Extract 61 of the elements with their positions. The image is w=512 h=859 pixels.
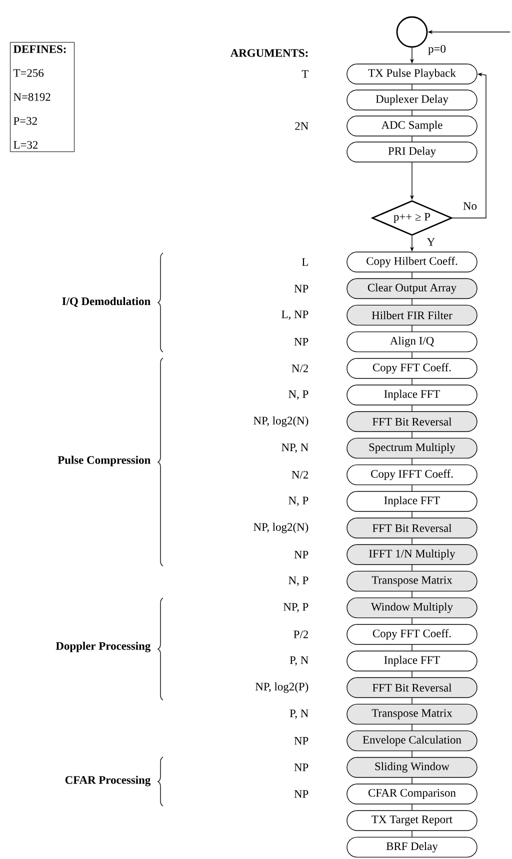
process-box: Clear Output Array <box>346 278 478 299</box>
column-header: ARGUMENTS: <box>230 49 308 57</box>
process-box: Copy FFT Coeff. <box>346 358 478 379</box>
argument-label: T <box>302 70 308 78</box>
argument-label: N, P <box>288 496 308 506</box>
argument-label: NP, N <box>282 444 308 453</box>
argument-label: N, P <box>288 390 308 400</box>
group-label: Doppler Processing <box>56 642 151 652</box>
process-box: Align I/Q <box>346 331 478 352</box>
argument-label: NP <box>294 790 308 798</box>
process-box: CFAR Comparison <box>346 784 478 804</box>
process-box: FFT Bit Reversal <box>346 518 478 538</box>
process-box: BRF Delay <box>346 836 478 858</box>
process-box: IFFT 1/N Multiply <box>346 544 478 565</box>
process-box: TX Pulse Playback <box>346 64 478 84</box>
edge-label: p=0 <box>428 45 446 56</box>
argument-label: NP <box>294 550 308 558</box>
process-box: FFT Bit Reversal <box>346 677 478 698</box>
process-box: Hilbert FIR Filter <box>346 304 478 326</box>
process-box: Sliding Window <box>346 757 478 778</box>
argument-label: NP, P <box>284 603 308 612</box>
argument-label: L, NP <box>282 310 308 320</box>
group-label: CFAR Processing <box>65 776 151 786</box>
argument-label: NP <box>294 284 308 292</box>
argument-label: N/2 <box>292 364 308 372</box>
process-box: Inplace FFT <box>346 650 478 672</box>
process-box: Inplace FFT <box>346 491 478 512</box>
argument-label: NP, log2(N) <box>254 522 308 534</box>
argument-label: N/2 <box>292 470 308 479</box>
process-box: FFT Bit Reversal <box>346 411 478 432</box>
group-label: Pulse Compression <box>58 456 150 466</box>
process-box: Spectrum Multiply <box>346 438 478 459</box>
argument-label: P, N <box>290 710 308 719</box>
process-box: Copy FFT Coeff. <box>346 624 478 645</box>
process-box: Copy Hilbert Coeff. <box>346 252 478 272</box>
process-box: PRI Delay <box>346 142 478 162</box>
process-box: Window Multiply <box>346 597 478 618</box>
argument-label: P, N <box>290 656 308 666</box>
group-label: I/Q Demodulation <box>62 297 150 307</box>
process-box: TX Target Report <box>346 810 478 831</box>
argument-label: NP, log2(N) <box>254 416 308 427</box>
start-circle <box>396 16 428 48</box>
edge-label: No <box>463 202 477 210</box>
process-box: ADC Sample <box>346 116 478 136</box>
edge-label: Y <box>426 238 435 246</box>
arrow <box>452 72 486 218</box>
argument-label: L <box>302 258 308 266</box>
process-box: Inplace FFT <box>346 384 478 406</box>
argument-label: P/2 <box>294 630 308 638</box>
process-box: Envelope Calculation <box>346 730 478 752</box>
argument-label: 2N <box>295 122 308 130</box>
argument-label: NP <box>294 764 308 772</box>
process-box: Duplexer Delay <box>346 90 478 110</box>
process-box: Copy IFFT Coeff. <box>346 464 478 486</box>
process-box: Transpose Matrix <box>346 570 478 592</box>
process-box: Transpose Matrix <box>346 704 478 725</box>
argument-label: NP <box>294 338 308 346</box>
argument-label: N, P <box>288 576 308 586</box>
defines-box: DEFINES: T=256 N=8192 P=32 L=32 <box>10 42 74 152</box>
argument-label: NP <box>294 737 308 745</box>
argument-label: NP, log2(P) <box>256 682 308 693</box>
